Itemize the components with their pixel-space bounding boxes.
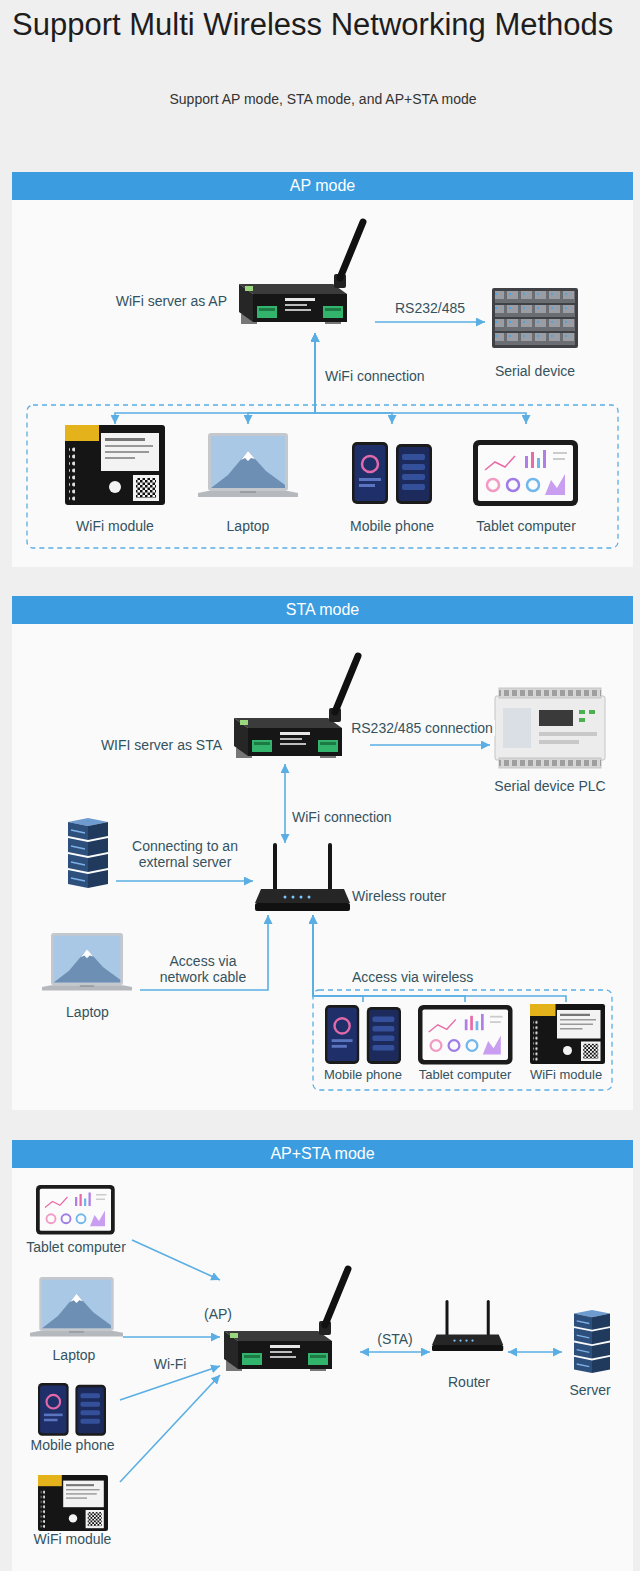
device-label: WiFi server as AP: [116, 293, 227, 309]
caption-box: WiFi module: [60, 517, 170, 535]
device-label: WiFi module: [530, 1067, 602, 1083]
caption-box: (AP): [204, 1305, 232, 1323]
router-device: Wireless router: [255, 843, 350, 915]
client-device: Laptop: [196, 424, 300, 538]
connector-label: Access via wireless: [350, 969, 475, 985]
device-label: (AP): [204, 1306, 232, 1322]
page-title: Support Multi Wireless Networking Method…: [12, 7, 613, 43]
device-label: WiFi module: [76, 518, 154, 534]
client-device: Mobile phone: [340, 424, 444, 538]
note-box: Support AP mode, STA mode, and AP+STA mo…: [167, 90, 478, 108]
connector-label: Access via network cable: [147, 953, 259, 985]
device-label: Wireless router: [352, 888, 446, 904]
device-label: Tablet computer: [26, 1239, 126, 1255]
device-label: Server: [569, 1382, 610, 1398]
gateway-device: WiFi server as AP: [235, 218, 375, 333]
device-label: Laptop: [227, 518, 270, 534]
caption-box: Tablet computer: [414, 1065, 516, 1083]
client-device: WiFi module: [25, 1473, 120, 1551]
caption-box: Tablet computer: [468, 517, 584, 535]
connector-label-box: RS232/485: [393, 299, 467, 317]
device-label: Serial device: [495, 363, 575, 379]
caption-box: WiFi module: [25, 1530, 120, 1548]
caption-box: Router: [430, 1373, 508, 1391]
connector-label-box: (STA): [375, 1330, 415, 1348]
title-box: Support Multi Wireless Networking Method…: [12, 7, 613, 43]
device-label: Tablet computer: [476, 518, 576, 534]
note-label: Connecting to an external server: [120, 838, 250, 870]
device-label: Mobile phone: [30, 1437, 114, 1453]
connector-label: Wi-Fi: [152, 1356, 189, 1372]
connector-label-box: WiFi connection: [323, 367, 427, 385]
connector-label: WiFi connection: [290, 809, 394, 825]
caption-box: Mobile phone: [320, 1065, 407, 1083]
device-label: Tablet computer: [419, 1067, 512, 1083]
client-device: WiFi module: [60, 424, 170, 538]
client-device: Mobile phone: [25, 1381, 120, 1457]
mode-panel: AP+STA modeTablet computerLaptopMobile p…: [12, 1140, 633, 1571]
device-label: Router: [448, 1374, 490, 1390]
client-device: Tablet computer: [20, 1183, 132, 1259]
caption-box: Mobile phone: [340, 517, 444, 535]
router-device: Router: [430, 1298, 508, 1394]
device-label: Laptop: [66, 1004, 109, 1020]
caption-box: WIFI server as STA: [101, 736, 222, 754]
client-device: Laptop: [25, 1275, 123, 1367]
device-label: Laptop: [53, 1347, 96, 1363]
device-label: WiFi module: [34, 1531, 112, 1547]
client-device: WiFi module: [522, 1002, 610, 1086]
client-device: Laptop: [35, 930, 140, 1024]
caption-box: Laptop: [196, 517, 300, 535]
device-label: Mobile phone: [324, 1067, 402, 1083]
serial-device: Serial device: [485, 285, 585, 383]
connector-label-box: Wi-Fi: [152, 1355, 189, 1373]
mode-heading: AP+STA mode: [12, 1140, 633, 1168]
mode-heading: AP mode: [12, 172, 633, 200]
connector-label: RS232/485: [393, 300, 467, 316]
connector-label: RS232/485 connection: [349, 720, 495, 736]
caption-box: Laptop: [35, 1003, 140, 1021]
gateway-device: WIFI server as STA: [230, 652, 370, 764]
header-band: AP+STA mode: [12, 1140, 633, 1168]
caption-box: WiFi module: [522, 1065, 610, 1083]
client-device: Tablet computer: [468, 424, 584, 538]
header-band: AP mode: [12, 172, 633, 200]
device-label: WIFI server as STA: [101, 737, 222, 753]
note-box: Connecting to an external server: [120, 838, 250, 870]
client-device: Tablet computer: [414, 1002, 516, 1086]
caption-box: Server: [562, 1381, 618, 1399]
caption-box: Tablet computer: [20, 1238, 132, 1256]
connector-label-box: Access via wireless: [350, 968, 475, 986]
caption-box: Laptop: [25, 1346, 123, 1364]
caption-box: Serial device PLC: [490, 777, 610, 795]
caption-box: Serial device: [485, 362, 585, 380]
mode-heading: STA mode: [12, 596, 633, 624]
caption-box: Mobile phone: [25, 1436, 120, 1454]
connector-label: (STA): [375, 1331, 415, 1347]
caption-box: WiFi server as AP: [116, 292, 227, 310]
mode-panel: STA modeWIFI server as STA Serial device …: [12, 596, 633, 1110]
gateway-device: (AP): [220, 1265, 360, 1380]
client-device: Mobile phone: [320, 1002, 407, 1086]
connector-label: WiFi connection: [323, 368, 427, 384]
device-label: Mobile phone: [350, 518, 434, 534]
connector-label-box: WiFi connection: [290, 808, 394, 826]
device-label: Serial device PLC: [494, 778, 605, 794]
server-device: Server: [562, 1306, 618, 1402]
connector-label-box: Access via network cable: [147, 953, 259, 985]
serial-device: Serial device PLC: [490, 686, 610, 798]
header-band: STA mode: [12, 596, 633, 624]
subtitle: Support AP mode, STA mode, and AP+STA mo…: [167, 91, 478, 107]
connector-label-box: RS232/485 connection: [349, 719, 495, 737]
caption-box: Wireless router: [352, 887, 446, 905]
